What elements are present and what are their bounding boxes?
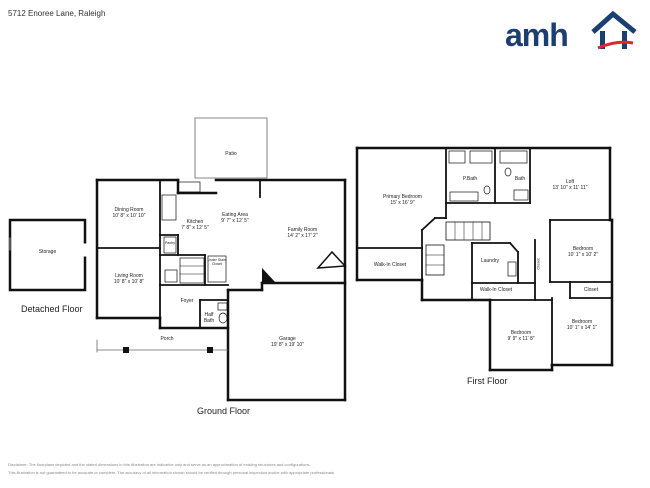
room-name: Patio <box>225 151 237 157</box>
room-name: Pantry <box>164 241 176 245</box>
first-floor-label: First Floor <box>467 376 508 386</box>
room-dimensions: 10' 1" x 10' 2" <box>567 252 599 258</box>
room-halfbath: Half Bath <box>202 312 216 324</box>
room-closet2: Closet <box>572 287 610 293</box>
amh-logo: amh <box>505 10 640 52</box>
property-address: 5712 Enoree Lane, Raleigh <box>8 9 106 18</box>
room-name: Kitchen <box>186 219 204 225</box>
room-dimensions: 19' 8" x 19' 10" <box>271 342 304 348</box>
room-porch: Porch <box>150 336 184 342</box>
ground-floor-label: Ground Floor <box>197 406 251 416</box>
room-foyer: Foyer <box>170 298 204 304</box>
room-dimensions: 13' 10" x 11' 11" <box>552 185 588 191</box>
room-dimensions: 10' 1" x 14' 1" <box>566 325 598 331</box>
room-dimensions: 10' 8" x 10' 10" <box>112 213 146 219</box>
room-name: P.Bath <box>462 176 478 182</box>
room-name: Bedroom <box>510 330 532 336</box>
room-closet1: Closet <box>536 258 550 270</box>
room-bath: Bath <box>510 176 530 182</box>
room-name: Laundry <box>480 258 500 264</box>
room-name: Living Room <box>115 273 143 279</box>
room-name: Closet <box>583 287 599 293</box>
room-name: Under Stairs Closet <box>207 258 227 266</box>
room-name: Dining Room <box>114 207 144 213</box>
room-dimensions: 14' 2" x 17' 2" <box>287 233 318 239</box>
room-name: Walk-In Closet <box>479 287 513 293</box>
detached-floor-label: Detached Floor <box>21 304 83 314</box>
room-walkin2: Walk-In Closet <box>474 287 518 293</box>
room-dimensions: 10' 8" x 10' 8" <box>113 279 145 285</box>
house-roof-icon <box>591 10 637 50</box>
room-name: Loft <box>565 179 575 185</box>
room-name: Porch <box>160 336 174 342</box>
room-name: Primary Bedroom <box>383 194 422 200</box>
room-pantry: Pantry <box>161 241 179 245</box>
room-dimensions: 7' 8" x 12' 5" <box>181 225 209 231</box>
room-name: Family Room <box>287 227 318 233</box>
disclaimer-line-1: Disclaimer: The floorplans depicted and … <box>8 462 311 467</box>
room-pbath: P.Bath <box>455 176 485 182</box>
room-name: Half Bath <box>203 312 215 324</box>
room-name: Foyer <box>180 298 194 304</box>
room-patio: Patio <box>195 151 267 157</box>
room-name: Bedroom <box>572 246 594 252</box>
room-name: Bath <box>514 176 526 182</box>
room-understairs: Under Stairs Closet <box>207 258 227 266</box>
room-laundry: Laundry <box>475 258 505 264</box>
room-name: Closet <box>535 258 541 270</box>
room-name: Bedroom <box>571 319 593 325</box>
room-walkin1: Walk-In Closet <box>360 262 420 268</box>
patio-outline <box>194 117 268 179</box>
room-dimensions: 9' 7" x 12' 5" <box>221 218 249 224</box>
room-name: Garage <box>279 336 296 342</box>
room-name: Storage <box>38 249 57 255</box>
room-dimensions: 9' 9" x 11' 8" <box>507 336 535 342</box>
disclaimer-line-2: This illustration is not guaranteed to b… <box>8 470 335 475</box>
logo-text: amh <box>505 17 569 53</box>
room-storage: Storage <box>10 249 85 255</box>
room-dimensions: 15' x 16' 9" <box>390 200 415 206</box>
room-name: Walk-In Closet <box>373 262 407 268</box>
room-name: Eating Area <box>222 212 248 218</box>
